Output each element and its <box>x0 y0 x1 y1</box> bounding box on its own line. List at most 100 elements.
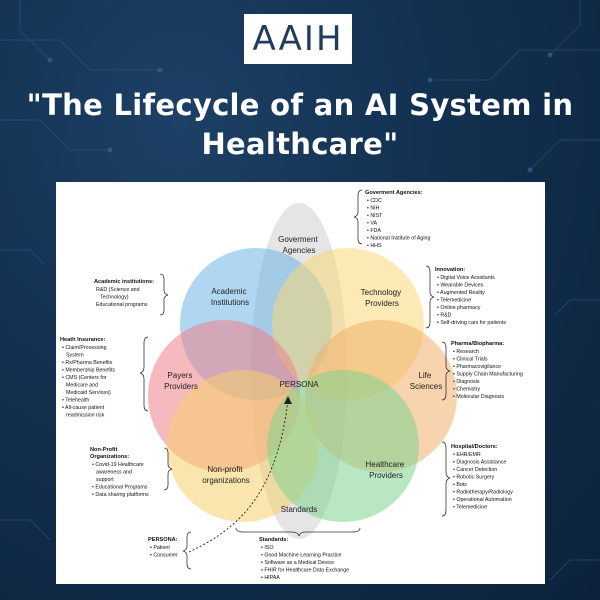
persona-arrow <box>188 399 289 553</box>
healthcare-label-1: Healthcare <box>366 460 405 469</box>
note-persona-header: PERSONA: <box>148 537 178 543</box>
title-line-1: "The Lifecycle of an AI System in <box>26 88 574 122</box>
technology-label-2: Providers <box>365 299 399 308</box>
government-label: Goverment Agencies <box>278 235 320 255</box>
note-persona-items: • Patient • Consumer <box>150 545 178 559</box>
note-standards-item: • HIPAA <box>261 575 280 581</box>
note-standards-items: • ISO• Good Machine Learning Practice• S… <box>261 545 349 581</box>
note-innovation-item: • Self-driving cars for patients <box>437 320 506 326</box>
nonprofit-label-2: organizations <box>202 476 250 485</box>
note-hospital-item: • Robotic Surgery <box>453 475 495 481</box>
note-government-item: • CDC <box>367 198 382 204</box>
life-sciences-label-1: Life <box>418 371 431 380</box>
note-academic-item: R&D (Science and <box>96 287 140 293</box>
note-insurance-item: readmission risk <box>66 413 105 419</box>
note-insurance-item: • Rx/Pharma Benefits <box>62 360 113 366</box>
note-nonprofit-item: • Educational Programs <box>92 485 148 491</box>
venn-diagram: Goverment Agencies Academic Institutions… <box>60 189 523 581</box>
note-insurance-header: Heath Insurance: <box>60 337 106 343</box>
note-nonprofit-item: support <box>96 477 114 483</box>
note-insurance-item: System <box>66 353 84 359</box>
note-government-item: • NIH <box>367 206 380 212</box>
note-pharma-item: • Pharmacovigilance <box>453 364 501 370</box>
note-persona-item: • Patient <box>150 545 170 551</box>
note-insurance-item: Medicare and <box>66 383 98 389</box>
government-label-2: Agencies <box>283 246 316 255</box>
note-nonprofit-item: awareness and <box>96 470 132 476</box>
note-government-header: Goverment Agencies: <box>365 190 423 196</box>
government-label-1: Goverment <box>278 235 318 244</box>
note-pharma-item: • Clinical Trials <box>453 357 488 363</box>
note-innovation-header: Innovation: <box>435 267 465 273</box>
payers-label-2: Providers <box>164 382 198 391</box>
healthcare-label-2: Providers <box>369 471 403 480</box>
persona-arrow-head <box>284 396 292 404</box>
note-government-item: • VA <box>367 221 377 227</box>
note-pharma-item: • Diagnosis <box>453 379 480 385</box>
note-government-item: • HHS <box>367 243 382 249</box>
title-line-2: Healthcare" <box>201 127 399 161</box>
note-academic-item: Technology) <box>100 295 129 301</box>
note-hospital-header: Hospital/Doctors: <box>451 444 498 450</box>
note-hospital-item: • Telemedicine <box>453 505 487 511</box>
payers-label: Payers Providers <box>164 371 198 391</box>
note-insurance-item: • Telehealth <box>62 398 89 404</box>
note-government-item: • National Institute of Aging <box>367 236 430 242</box>
note-government-item: • NIST <box>367 213 383 219</box>
note-innovation: Innovation: • Digital Voice Assistants• … <box>435 267 506 326</box>
brace-pharma <box>441 341 451 401</box>
brace-hospital <box>441 441 451 517</box>
note-insurance-item: • All-cause patient <box>62 405 105 411</box>
note-nonprofit-item: • Data sharing platforms <box>92 492 149 498</box>
note-nonprofit-header-1: Non-Profit <box>90 447 117 453</box>
persona-center-label: PERSONA <box>279 380 319 389</box>
note-hospital-item: • Cancer Detection <box>453 467 497 473</box>
note-standards-item: • ISO <box>261 545 273 551</box>
brace-persona <box>182 531 192 570</box>
note-government-item: • FDA <box>367 228 381 234</box>
note-hospital-item: • EHR/EMR <box>453 452 481 458</box>
note-insurance-item: • Claim/Processing <box>62 345 107 351</box>
nonprofit-label: Non-profit organizations <box>202 465 250 485</box>
note-innovation-item: • R&D <box>437 313 452 319</box>
note-pharma-item: • Research <box>453 349 479 355</box>
brace-insurance <box>139 336 149 412</box>
note-hospital: Hospital/Doctors: • EHR/EMR • Diagnosis A… <box>451 444 513 511</box>
page-title: "The Lifecycle of an AI System in Health… <box>0 86 600 164</box>
brace-nonprofit <box>163 447 173 491</box>
note-hospital-item: • Bots <box>453 482 467 488</box>
brace-academic <box>159 273 169 316</box>
logo-text: AAIH <box>252 19 344 59</box>
note-innovation-items: • Digital Voice Assistants• Wearable Dev… <box>437 275 506 326</box>
note-hospital-item: • Diagnosis Assistance <box>453 460 506 466</box>
note-government: Goverment Agencies: • CDC • NIH• NIST • VA… <box>365 190 430 249</box>
diagram-card: Goverment Agencies Academic Institutions… <box>56 182 545 584</box>
note-innovation-item: • Digital Voice Assistants <box>437 275 495 281</box>
healthcare-circle <box>267 370 419 522</box>
note-persona: PERSONA: • Patient • Consumer <box>148 537 178 559</box>
note-academic-header: Academic institutions: <box>94 279 154 285</box>
technology-label: Technology Providers <box>361 288 404 308</box>
note-pharma: Pharma/Biopharma: • Research• Clinical T… <box>451 341 523 400</box>
payers-label-1: Payers <box>167 371 192 380</box>
brace-government <box>353 189 363 245</box>
note-pharma-items: • Research • Clinical Trials• Pharmacovig… <box>453 349 523 400</box>
note-pharma-item: • Supply Chain Manufacturing <box>453 372 523 378</box>
note-insurance-item: • CMS (Centers for <box>62 375 107 381</box>
brace-standards <box>235 527 361 537</box>
note-persona-item: • Consumer <box>150 553 178 559</box>
note-innovation-item: • Augmented Reality <box>437 290 485 296</box>
brace-innovation <box>425 265 435 329</box>
note-standards-item: • Good Machine Learning Practice <box>261 553 342 559</box>
note-nonprofit-header-2: Organizations: <box>90 454 129 460</box>
note-insurance-item: • Membership Benefits <box>62 368 115 374</box>
note-innovation-item: • Online pharmacy <box>437 305 481 311</box>
